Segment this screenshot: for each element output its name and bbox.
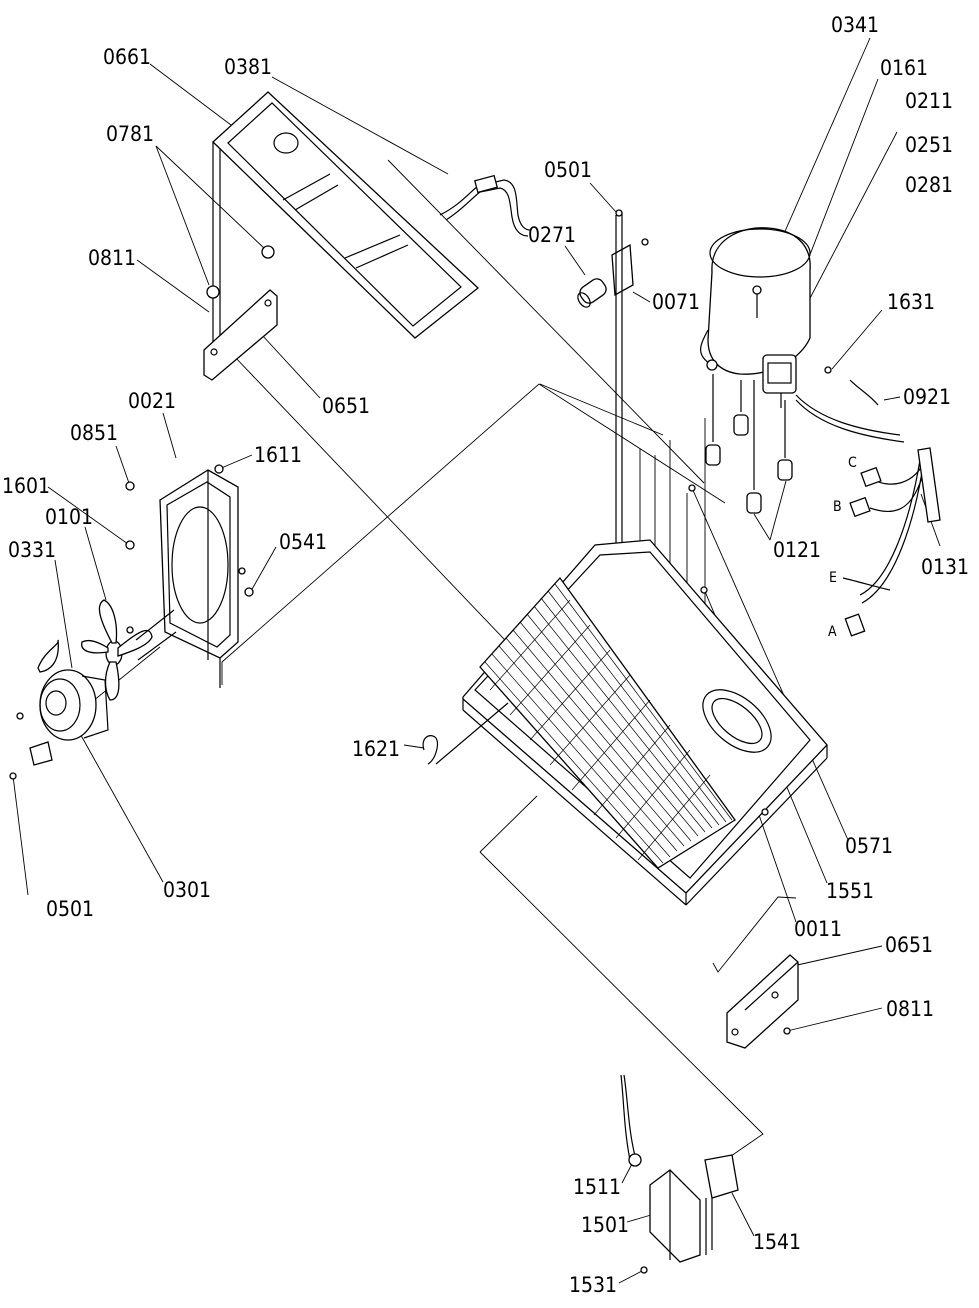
- callout-0101: 0101: [45, 505, 93, 529]
- start-capacitor-0271: [577, 278, 607, 308]
- drain-tray-0661: [212, 91, 479, 368]
- bracket-0651-left: [203, 245, 278, 381]
- callout-0021: 0021: [128, 389, 176, 413]
- callout-0281: 0281: [905, 173, 953, 197]
- callout-0131: 0131: [921, 555, 969, 579]
- callout-labels: 0661 0381 0781 0811 0651 0501 0271 0071 …: [2, 13, 969, 1297]
- callout-1631: 1631: [887, 290, 935, 314]
- callout-0121: 0121: [773, 538, 821, 562]
- callout-0251: 0251: [905, 133, 953, 157]
- callout-1621: 1621: [352, 737, 400, 761]
- callout-1601: 1601: [2, 474, 50, 498]
- condenser-coil-fins: [484, 583, 733, 864]
- callout-1531: 1531: [569, 1273, 617, 1297]
- clip-1621: [422, 702, 509, 765]
- callout-0331: 0331: [8, 538, 56, 562]
- callout-0501-top: 0501: [544, 158, 592, 182]
- wire-label-a: A: [828, 624, 837, 640]
- compressor-grommets-0121: [705, 374, 793, 514]
- wiring-harness-0131: [795, 366, 941, 637]
- wire-label-c: C: [848, 455, 857, 471]
- callout-1501: 1501: [581, 1213, 629, 1237]
- callout-0071: 0071: [652, 290, 700, 314]
- callout-0811-right: 0811: [886, 997, 934, 1021]
- callout-0501-bottom: 0501: [46, 897, 94, 921]
- callout-0651: 0651: [322, 394, 370, 418]
- callout-0271: 0271: [528, 223, 576, 247]
- callout-0811: 0811: [88, 246, 136, 270]
- machine-compartment-base-0011: [462, 484, 828, 906]
- fan-shroud-0021: [125, 464, 254, 688]
- compressor-0341: [700, 227, 811, 408]
- fan-motor-0301: [9, 609, 177, 780]
- callout-0381: 0381: [224, 55, 272, 79]
- callout-0781: 0781: [106, 122, 154, 146]
- callout-0851: 0851: [70, 421, 118, 445]
- leader-lines: [12, 37, 941, 1284]
- callout-0541: 0541: [279, 530, 327, 554]
- thermostat-bracket-1501: [620, 1074, 739, 1274]
- wire-label-b: B: [833, 499, 842, 515]
- callout-1611: 1611: [254, 443, 302, 467]
- drain-tube-0381: [439, 174, 531, 237]
- condenser-coil-tubes: [489, 599, 711, 861]
- callout-0571: 0571: [845, 834, 893, 858]
- bracket-0651-right: [726, 954, 799, 1049]
- callout-0661: 0661: [103, 45, 151, 69]
- wire-label-e: E: [829, 570, 837, 586]
- callout-0011: 0011: [794, 917, 842, 941]
- callout-1551: 1551: [826, 879, 874, 903]
- callout-0341: 0341: [831, 13, 879, 37]
- callout-0161: 0161: [880, 56, 928, 80]
- callout-0921: 0921: [903, 385, 951, 409]
- fan-blade-0101: [81, 599, 153, 701]
- callout-0211: 0211: [905, 89, 953, 113]
- callout-0651-right: 0651: [885, 933, 933, 957]
- callout-0301: 0301: [163, 878, 211, 902]
- callout-1541: 1541: [753, 1230, 801, 1254]
- callout-1511: 1511: [573, 1175, 621, 1199]
